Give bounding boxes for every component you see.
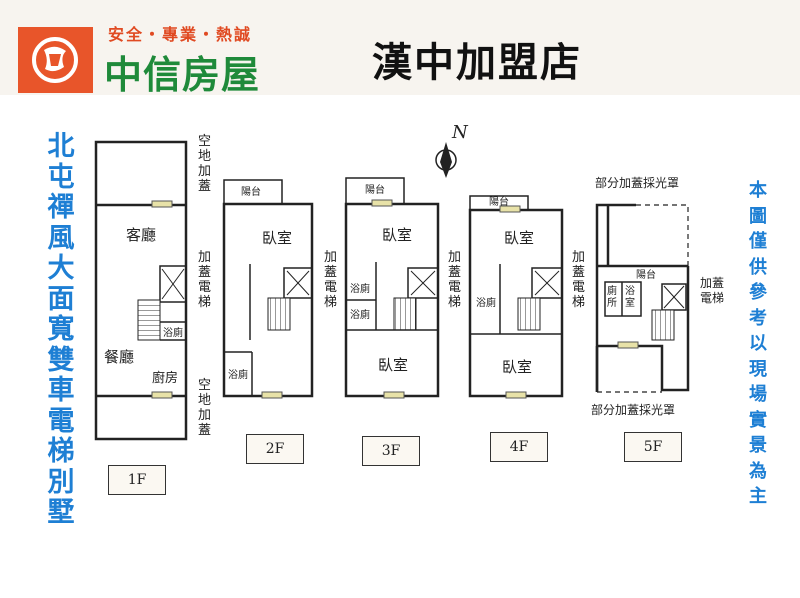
label-f4-bath: 浴廁	[476, 296, 496, 309]
note-4f-elevator: 加蓋電梯	[572, 250, 586, 310]
floor-5f-plan	[595, 203, 690, 393]
label-f4-bedroom1: 臥室	[504, 229, 534, 247]
label-f5-skylight-top: 部分加蓋採光罩	[595, 175, 679, 190]
label-f5-balcony: 陽台	[636, 268, 656, 281]
floor-1f-plan	[94, 140, 188, 441]
label-f5-toilet: 廁所	[607, 286, 617, 309]
floor-tag-5f: 5F	[624, 432, 682, 462]
property-title: 北屯禪風大面寬雙車電梯別墅	[47, 131, 75, 528]
note-3f-elevator-right: 加蓋電梯	[448, 250, 462, 310]
label-f2-bath: 浴廁	[228, 368, 248, 381]
brand-slogan: 安全・專業・熱誠	[108, 25, 253, 44]
label-f2-bedroom: 臥室	[262, 229, 292, 247]
label-f5-bath: 浴室	[625, 286, 635, 309]
brand-name: 中信房屋	[104, 53, 261, 97]
note-5f-elevator: 加蓋電梯	[700, 276, 725, 305]
label-f2-balcony: 陽台	[241, 185, 261, 198]
label-f4-bedroom2: 臥室	[502, 358, 532, 376]
label-f5-skylight-bottom: 部分加蓋採光罩	[591, 402, 675, 417]
label-f1-bath: 浴廁	[163, 326, 183, 339]
floor-tag-1f: 1F	[108, 465, 166, 495]
note-1f-elevator: 加蓋電梯	[198, 250, 212, 310]
logo-box	[18, 27, 93, 93]
floor-2f-plan	[222, 179, 314, 398]
floor-tag-3f: 3F	[362, 436, 420, 466]
label-f3-bedroom2: 臥室	[378, 356, 408, 374]
floor-tag-4f: 4F	[490, 432, 548, 462]
label-kitchen: 廚房	[152, 370, 178, 386]
label-f3-bedroom1: 臥室	[382, 226, 412, 244]
label-f3-bath2: 浴廁	[350, 308, 370, 321]
globe-logo-icon	[32, 37, 78, 83]
label-living: 客廳	[126, 226, 156, 244]
note-1f-bottom: 空地加蓋	[198, 378, 212, 438]
disclaimer: 本圖僅供參考以現場實景為主	[749, 180, 767, 507]
label-f3-balcony: 陽台	[365, 183, 385, 196]
label-f4-balcony: 陽台	[489, 195, 509, 208]
store-name: 漢中加盟店	[372, 40, 582, 86]
note-1f-top: 空地加蓋	[198, 134, 212, 194]
label-dining: 餐廳	[104, 348, 134, 366]
label-f3-bath1: 浴廁	[350, 282, 370, 295]
note-3f-elevator-left: 加蓋電梯	[324, 250, 338, 310]
floor-tag-2f: 2F	[246, 434, 304, 464]
north-arrow-icon: N	[435, 122, 469, 178]
north-label: N	[451, 122, 469, 143]
header-bar: 安全・專業・熱誠 中信房屋 漢中加盟店	[0, 0, 800, 97]
